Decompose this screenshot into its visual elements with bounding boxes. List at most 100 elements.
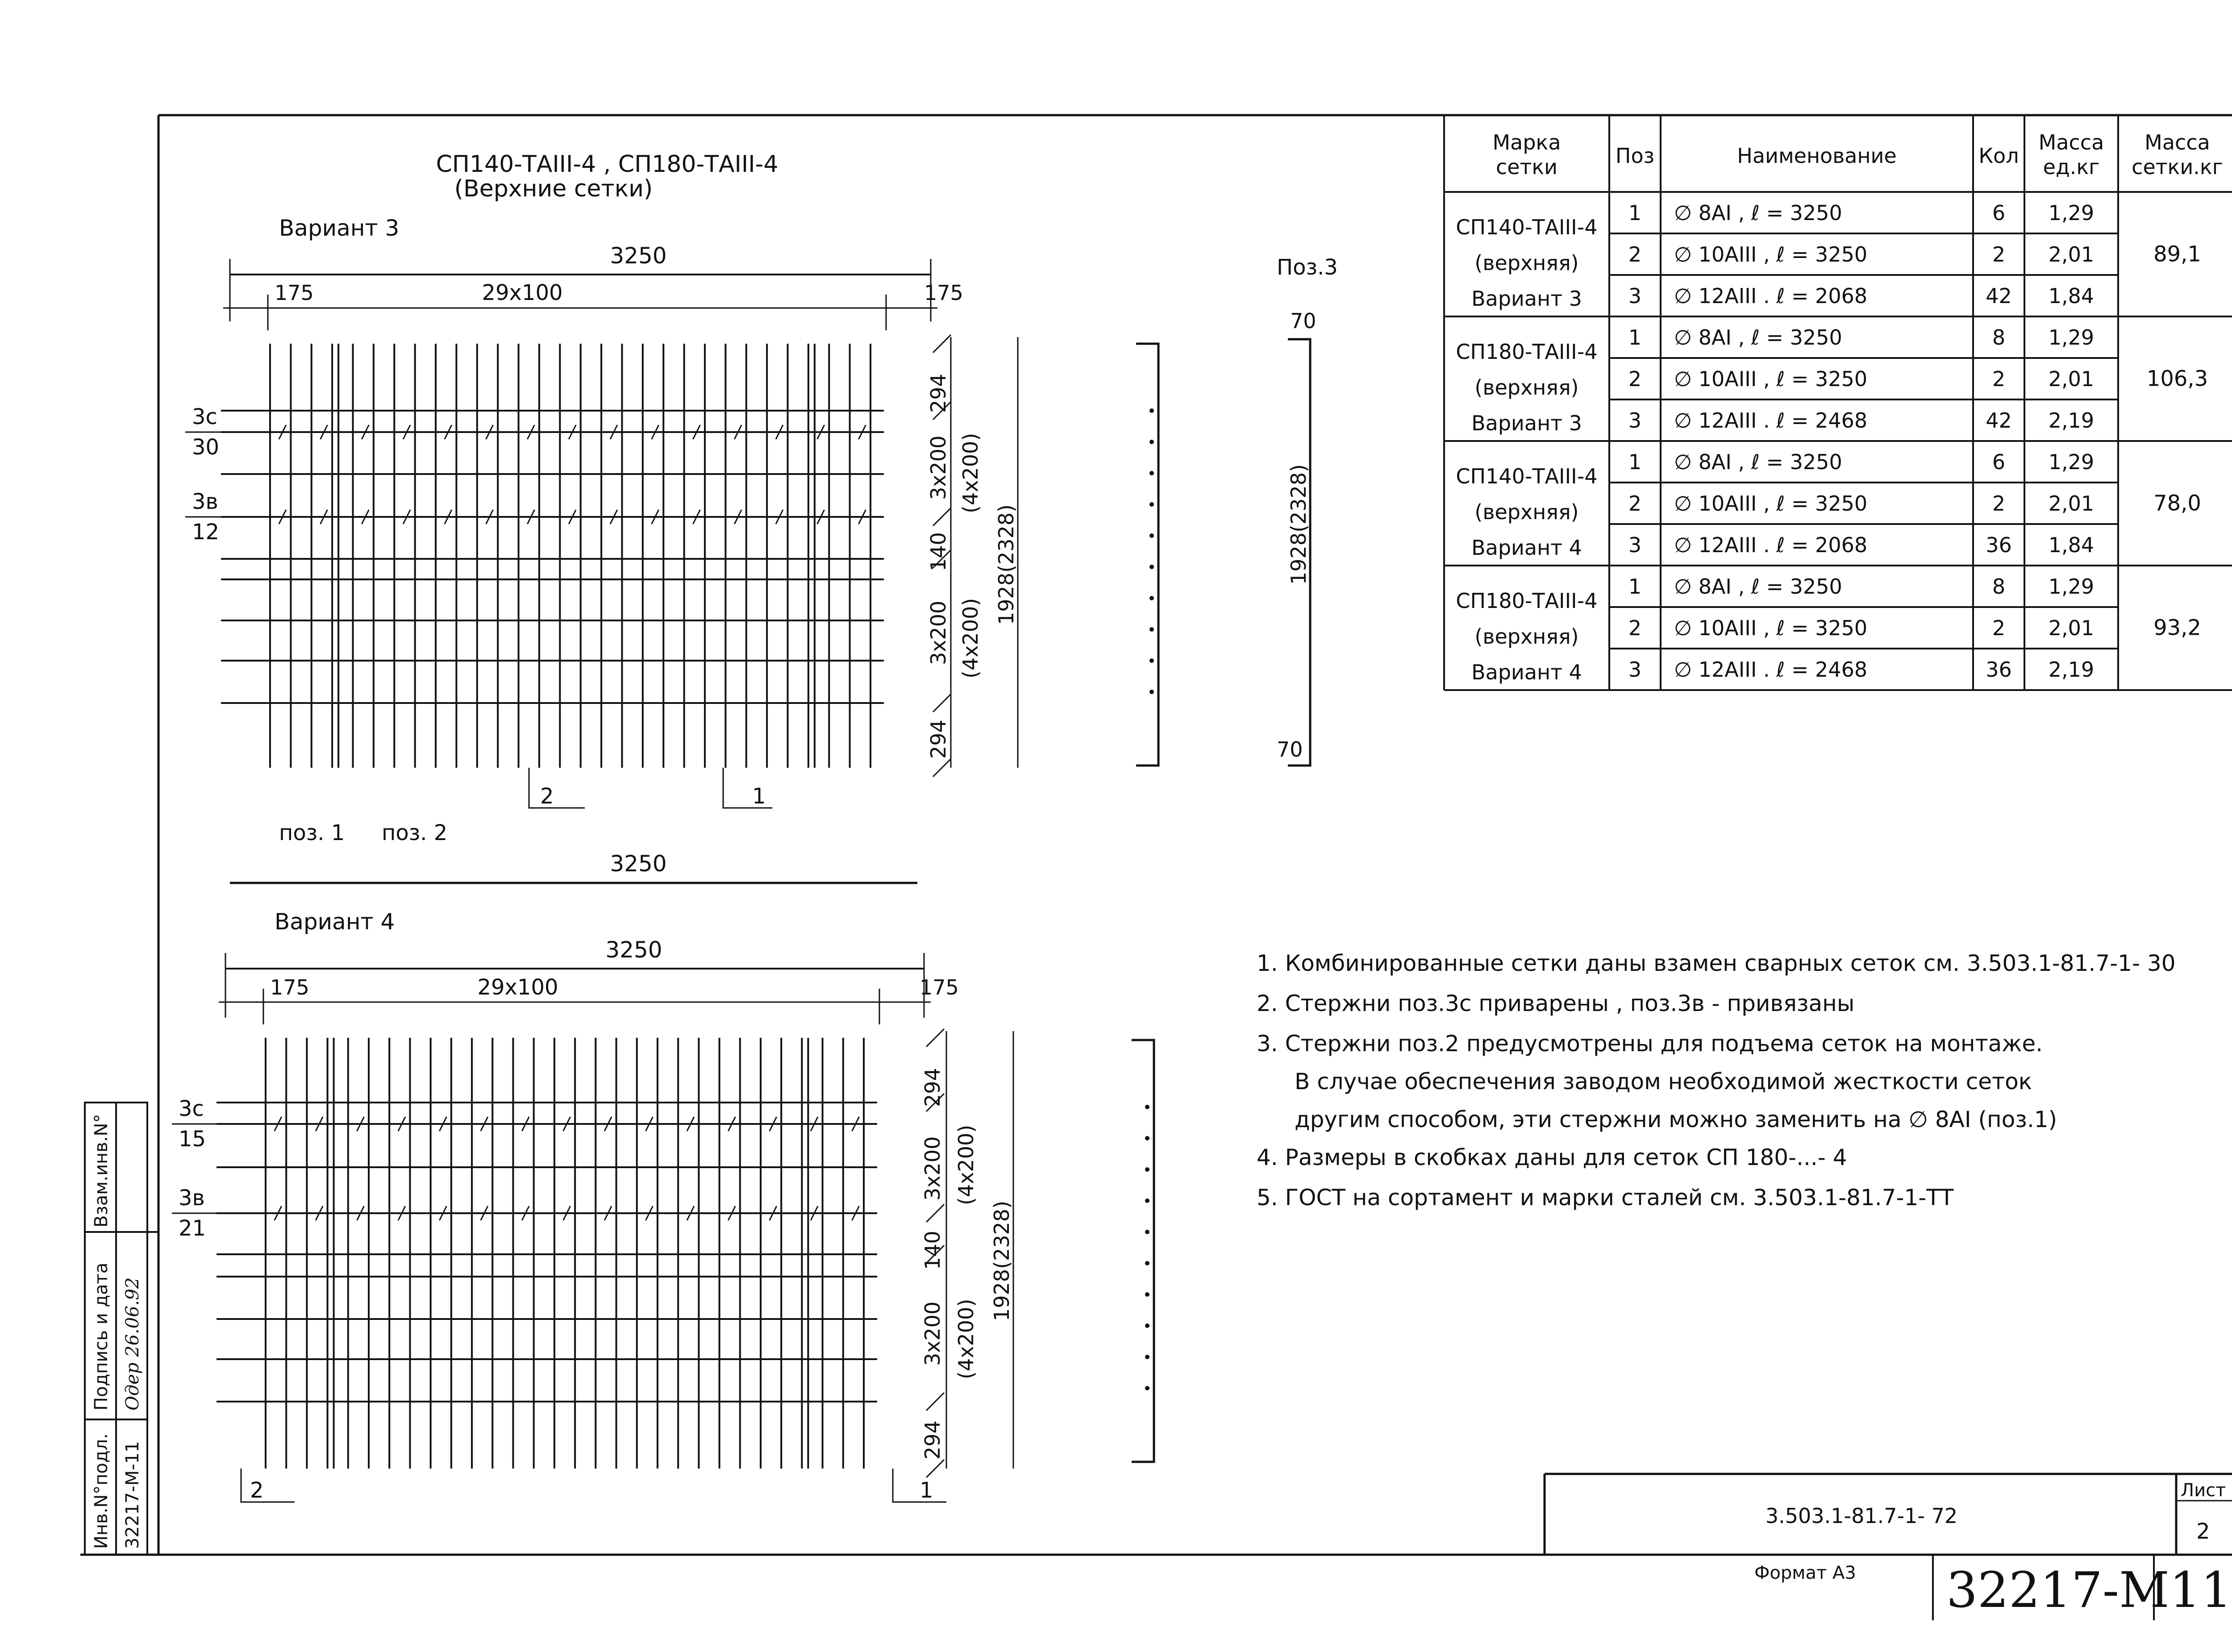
table-cell-qty: 42	[1986, 408, 2012, 433]
bar-section-dot	[1149, 440, 1154, 444]
table-cell-qty: 2	[1992, 616, 2005, 640]
table-cell-name: ∅ 12AIII . ℓ = 2468	[1674, 408, 1867, 433]
note-3: 3. Стержни поз.2 предусмотрены для подъе…	[1257, 1031, 2043, 1057]
table-cell-pos: 2	[1628, 491, 1641, 516]
table-cell-mass: 1,84	[2049, 284, 2094, 308]
variant4-dim-294-top: 294	[920, 1068, 945, 1107]
title-line-2: (Верхние сетки)	[454, 175, 653, 202]
table-cell-name: ∅ 10AIII , ℓ = 3250	[1674, 616, 1867, 640]
table-cell-qty: 2	[1992, 491, 2005, 516]
variant3-dim-3x200-b: 3x200	[926, 601, 950, 665]
table-cell-mass: 2,19	[2049, 657, 2094, 682]
weld-tick	[439, 1206, 447, 1221]
table-cell-mark: СП180-ТАIII-4	[1456, 340, 1597, 364]
weld-tick	[651, 509, 659, 524]
variant3-dim-total: 3250	[610, 243, 666, 269]
weld-tick	[816, 424, 825, 440]
table-cell-mark: СП180-ТАIII-4	[1456, 589, 1597, 613]
table-header-cell: сетки	[1496, 155, 1557, 179]
pos3-label: Поз.3	[1277, 255, 1338, 280]
weld-tick	[851, 1206, 860, 1221]
variant4-tag-3v: 3в	[179, 1186, 205, 1211]
variant4-dim-4x200-a: (4x200)	[954, 1125, 978, 1205]
variant3-tag-30: 30	[192, 435, 219, 460]
note-5: 5. ГОСТ на сортамент и марки сталей см. …	[1257, 1185, 1954, 1211]
weld-tick	[278, 424, 287, 440]
weld-tick	[727, 1116, 736, 1132]
variant3-dim-height: 1928(2328)	[994, 504, 1018, 625]
table-header-cell: Масса	[2039, 130, 2104, 154]
side-inv-label: Инв.N°подл.	[91, 1433, 112, 1549]
variant3-dim-294-top: 294	[926, 374, 950, 413]
weld-tick	[810, 1116, 819, 1132]
table-cell-name: ∅ 8AI , ℓ = 3250	[1674, 450, 1842, 474]
weld-tick	[278, 509, 287, 524]
table-cell-mark: (верхняя)	[1474, 624, 1578, 649]
bar-section-dot	[1145, 1323, 1149, 1328]
bar-section-dot	[1149, 565, 1154, 569]
table-cell-name: ∅ 12AIII . ℓ = 2468	[1674, 657, 1867, 682]
table-cell-mark: (верхняя)	[1474, 375, 1578, 399]
variant4-label: Вариант 4	[275, 909, 395, 935]
weld-tick	[769, 1116, 778, 1132]
variant4-dim-294-bottom: 294	[920, 1420, 945, 1460]
weld-tick	[444, 509, 453, 524]
weld-tick	[604, 1206, 612, 1221]
title-line-1: СП140-ТАIII-4 , СП180-ТАIII-4	[436, 151, 779, 178]
stamp-format: Формат A3	[1754, 1563, 1856, 1583]
dimension-tick	[925, 1392, 945, 1411]
stamp-archive-no: 32217-М	[1946, 1561, 2170, 1619]
table-cell-name: ∅ 8AI , ℓ = 3250	[1674, 574, 1842, 599]
stamp-archive-page: 11	[2170, 1561, 2232, 1619]
table-cell-mark: СП140-ТАIII-4	[1456, 464, 1597, 488]
table-header-cell: сетки.кг	[2132, 155, 2223, 179]
variant4-dim-4x200-b: (4x200)	[954, 1299, 978, 1379]
table-cell-name: ∅ 12AIII . ℓ = 2068	[1674, 533, 1867, 557]
dimension-tick	[932, 334, 952, 354]
stamp-sheet-no: 2	[2196, 1519, 2210, 1544]
dimension-tick	[932, 693, 952, 713]
bar-section-dot	[1149, 502, 1154, 507]
variant4-dim-140: 140	[920, 1231, 945, 1270]
side-inv-value: 32217-М-11	[122, 1441, 143, 1549]
table-cell-mark: Вариант 4	[1471, 536, 1582, 560]
weld-tick	[485, 509, 494, 524]
table-cell-pos: 3	[1628, 408, 1641, 433]
variant3-mesh-drawing: Вариант 3 3250 175 29x100 175 294 3x200 …	[185, 215, 1019, 809]
table-cell-mass: 2,01	[2049, 491, 2094, 516]
variant3-leader-2: 2	[540, 784, 554, 809]
bar-section-dot	[1145, 1355, 1149, 1359]
table-cell-name: ∅ 8AI , ℓ = 3250	[1674, 325, 1842, 350]
note-2: 2. Стержни поз.3с приварены , поз.3в - п…	[1257, 990, 1854, 1016]
weld-tick	[402, 424, 411, 440]
weld-tick	[356, 1206, 365, 1221]
table-cell-mass: 2,01	[2049, 616, 2094, 640]
table-cell-qty: 8	[1992, 325, 2005, 350]
weld-tick	[274, 1116, 283, 1132]
weld-tick	[320, 424, 328, 440]
weld-tick	[397, 1206, 406, 1221]
variant4-dim-total: 3250	[605, 937, 662, 963]
bar-section-dot	[1145, 1230, 1149, 1234]
weld-tick	[851, 1116, 860, 1132]
table-cell-mass: 2,01	[2049, 242, 2094, 266]
variant3-dim-294-bottom: 294	[926, 720, 950, 759]
dimension-tick	[925, 1028, 945, 1048]
variant3-dim-right: 175	[924, 281, 963, 305]
weld-tick	[645, 1206, 654, 1221]
dimension-tick	[925, 1203, 945, 1223]
dimension-tick	[932, 507, 952, 527]
side-sign-label: Подпись и дата	[91, 1263, 112, 1411]
bar-section-dot	[1149, 596, 1154, 600]
note-1: 1. Комбинированные сетки даны взамен сва…	[1257, 950, 2176, 976]
table-cell-name: ∅ 10AIII , ℓ = 3250	[1674, 491, 1867, 516]
weld-tick	[397, 1116, 406, 1132]
weld-tick	[361, 424, 370, 440]
bar-section-dot	[1145, 1198, 1149, 1203]
variant4-dim-height: 1928(2328)	[990, 1201, 1014, 1321]
table-header-cell: Наименование	[1737, 144, 1896, 168]
stamp-doc-code: 3.503.1-81.7-1- 72	[1766, 1504, 1957, 1528]
table-cell-pos: 1	[1628, 325, 1641, 350]
